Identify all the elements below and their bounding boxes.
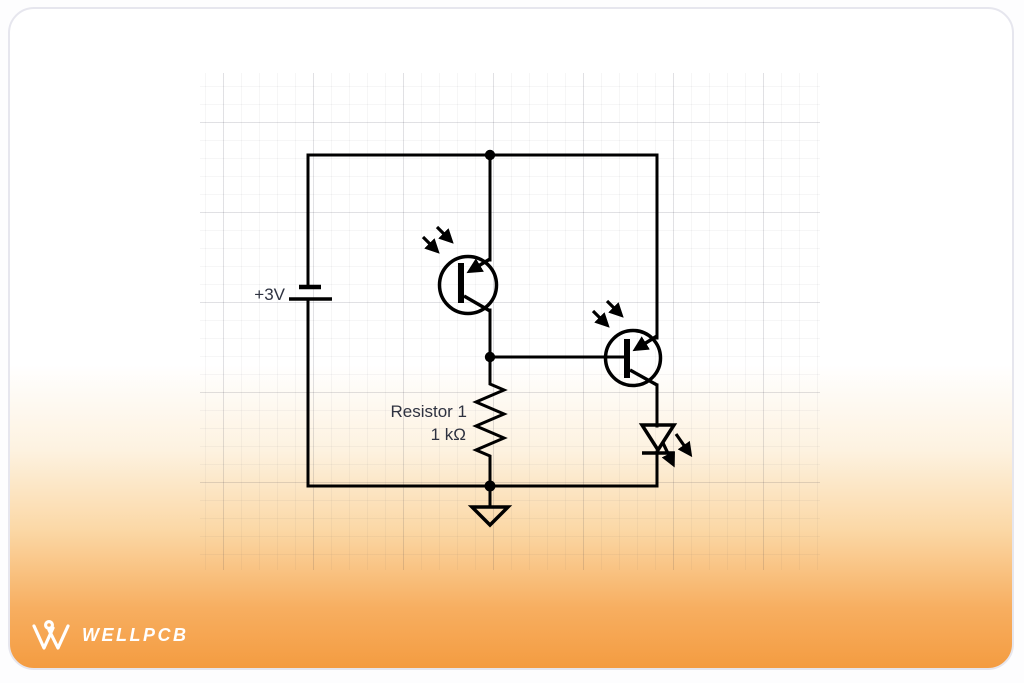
- resistor-zigzag: [472, 357, 508, 486]
- light-arrow: [421, 235, 440, 254]
- junction-dot: [484, 149, 496, 161]
- transistor-collector-arrow: [466, 257, 491, 274]
- junction-dot: [484, 480, 496, 492]
- phototransistor-2: [591, 299, 663, 388]
- light-arrow: [435, 225, 454, 244]
- transistor-collector-arrow: [632, 334, 658, 352]
- ground-triangle: [467, 505, 513, 528]
- resistor: Resistor 1 1 kΩ: [390, 357, 508, 486]
- light-arrows-icon: [591, 299, 624, 328]
- junction-dots: [484, 149, 496, 492]
- ground-symbol: [467, 486, 513, 528]
- battery-voltage-label: +3V: [254, 285, 285, 304]
- resistor-name-label: Resistor 1: [390, 402, 467, 421]
- light-arrows-icon: [421, 225, 454, 254]
- resistor-value-label: 1 kΩ: [431, 425, 466, 444]
- content-card: [8, 7, 1014, 670]
- transistor-emitter-line: [463, 294, 491, 313]
- circuit-wires: [306, 153, 659, 488]
- transistor-emitter-line: [629, 368, 658, 387]
- led-triangle: [638, 423, 678, 454]
- wellpcb-logo-icon: [32, 619, 70, 650]
- phototransistor-1: [421, 225, 499, 316]
- wellpcb-logo: WELLPCB: [30, 615, 189, 655]
- light-arrow: [591, 309, 610, 328]
- transistor-body-circle: [437, 254, 499, 316]
- transistor-body-circle: [603, 328, 663, 388]
- light-arrow: [674, 433, 693, 458]
- battery: +3V: [254, 284, 332, 304]
- wellpcb-logo-text: WELLPCB: [82, 624, 189, 645]
- light-arrow: [661, 442, 675, 468]
- light-emit-arrows-icon: [661, 433, 693, 468]
- junction-dot: [484, 351, 496, 363]
- led: [638, 423, 693, 468]
- light-arrow: [605, 299, 624, 318]
